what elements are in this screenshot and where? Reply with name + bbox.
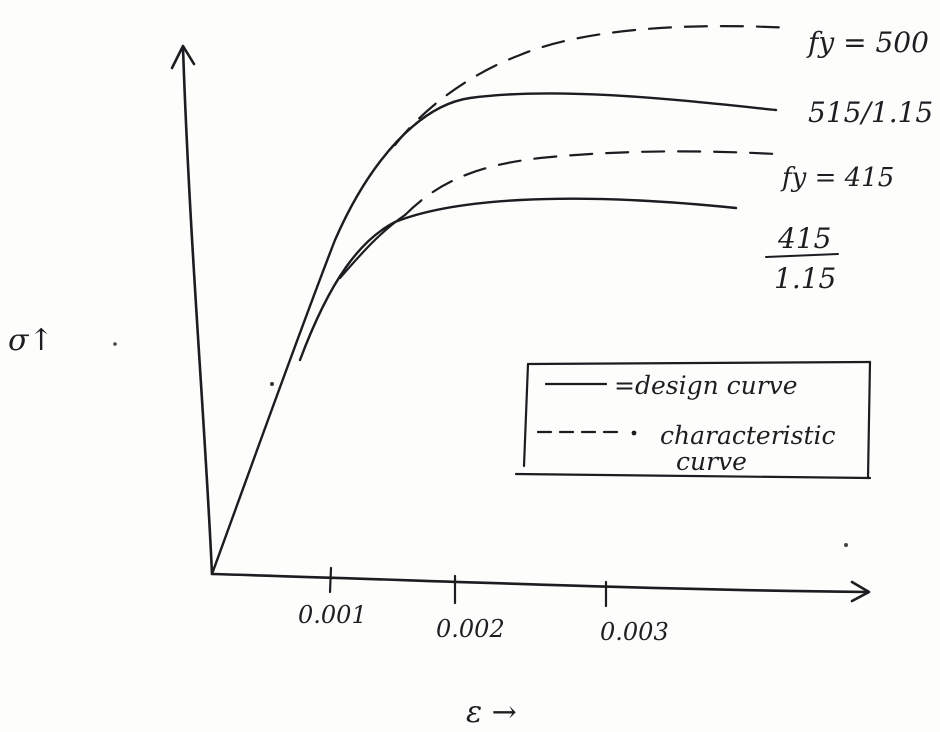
characteristic-curve-415-lower [338, 213, 407, 280]
design-curve-500 [210, 92, 778, 576]
x-axis [210, 572, 870, 594]
x-axis-label: ε → [466, 695, 517, 730]
legend-characteristic-label: characteristic [660, 421, 836, 450]
legend-characteristic-label-line2: curve [676, 447, 747, 476]
label-fy-500: fy = 500 [806, 26, 929, 59]
legend-design-label: =design curve [614, 371, 798, 400]
fraction-bar [765, 253, 839, 258]
characteristic-curve-500 [393, 25, 794, 147]
design-curve-415 [298, 197, 738, 362]
legend-dot [631, 430, 637, 436]
x-tick-label-0.003: 0.003 [600, 618, 669, 646]
legend-left-border [522, 362, 530, 468]
label-design-415-denominator: 1.15 [774, 262, 836, 295]
x-tick-label-0.001: 0.001 [298, 601, 367, 629]
label-design-415-numerator: 415 [777, 222, 831, 255]
ink-dot [270, 382, 274, 386]
characteristic-curve-415 [403, 150, 778, 217]
y-axis-label: σ↑ [8, 323, 54, 358]
ink-dot [844, 543, 848, 547]
x-axis-arrowhead [850, 580, 871, 603]
y-axis-arrowhead [170, 44, 196, 70]
y-axis [181, 46, 214, 576]
x-tick-0.001 [328, 566, 333, 594]
legend-bottom-border [514, 472, 872, 480]
x-tick-label-0.002: 0.002 [436, 615, 505, 643]
legend-top-border [526, 360, 872, 366]
label-fy-415: fy = 415 [780, 163, 894, 193]
label-design-500: 515/1.15 [808, 96, 933, 129]
legend: =design curve characteristic curve [514, 360, 872, 480]
ink-dot [113, 342, 117, 346]
legend-right-border [866, 360, 872, 480]
